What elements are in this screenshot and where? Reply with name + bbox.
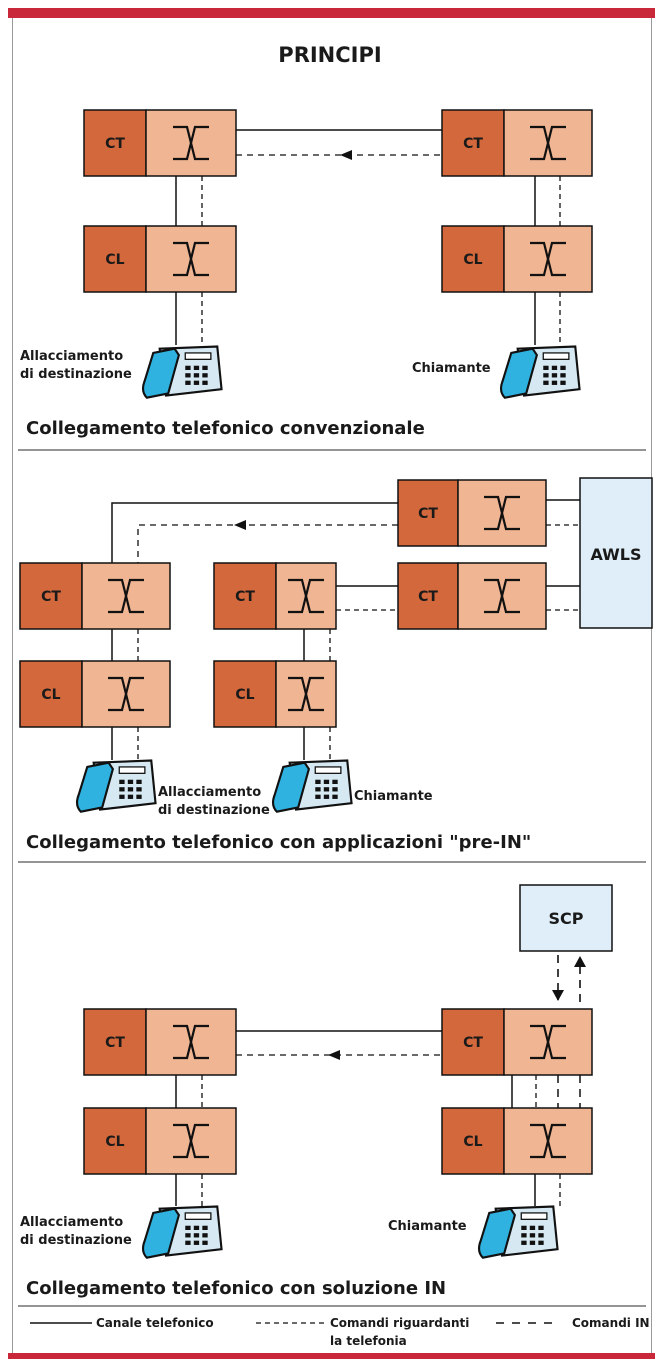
destination-label: Allacciamento (20, 349, 123, 364)
legend: Canale telefonico Comandi riguardanti la… (30, 1316, 650, 1348)
exchange-ct-left: CT (83, 109, 237, 177)
exchange-cl-middle: CL (213, 660, 337, 728)
top-accent-bar (8, 8, 655, 18)
exchange-ct-awls-bottom: CT (397, 562, 547, 630)
destination-label: di destinazione (20, 367, 132, 382)
right-border (651, 18, 652, 1353)
telephone-icon (477, 1205, 559, 1259)
exchange-cl-left: CL (83, 1107, 237, 1175)
caller-label: Chiamante (412, 361, 491, 376)
telephone-icon (271, 759, 353, 813)
cl-label: CL (235, 687, 254, 703)
scp-node: SCP (519, 884, 613, 952)
awls-node: AWLS (579, 477, 653, 629)
destination-label: di destinazione (20, 1233, 132, 1248)
left-border (12, 18, 13, 1353)
destination-label: di destinazione (158, 803, 270, 818)
telephone-icon (141, 345, 223, 399)
ct-label: CT (235, 589, 255, 605)
scp-label: SCP (549, 909, 584, 928)
ct-label: CT (105, 1035, 125, 1051)
cl-label: CL (105, 252, 124, 268)
telephone-icon (141, 1205, 223, 1259)
destination-label: Allacciamento (158, 785, 261, 800)
ct-label: CT (105, 136, 125, 152)
ct-label: CT (41, 589, 61, 605)
cl-label: CL (463, 1134, 482, 1150)
ct-label: CT (463, 1035, 483, 1051)
exchange-ct-left: CT (19, 562, 171, 630)
ct-label: CT (418, 589, 438, 605)
cl-label: CL (105, 1134, 124, 1150)
section-caption: Collegamento telefonico con soluzione IN (26, 1278, 446, 1299)
telephone-icon (499, 345, 581, 399)
exchange-ct-middle: CT (213, 562, 337, 630)
exchange-cl-left: CL (83, 225, 237, 293)
exchange-cl-right: CL (441, 225, 593, 293)
legend-telephony-commands: Comandi riguardanti (330, 1316, 469, 1330)
telephone-icon (75, 759, 157, 813)
exchange-cl-right: CL (441, 1107, 593, 1175)
cl-label: CL (41, 687, 60, 703)
cl-label: CL (463, 252, 482, 268)
exchange-ct-right: CT (441, 1008, 593, 1076)
bottom-accent-bar (8, 1353, 655, 1359)
legend-telephony-commands-2: la telefonia (330, 1334, 407, 1348)
section-pre-in: AWLS CT CT (18, 477, 653, 863)
diagram-title: PRINCIPI (278, 43, 381, 67)
section-conventional: CT CL CT CL Allacciamento di destinazion… (18, 109, 646, 451)
ct-label: CT (463, 136, 483, 152)
section-in-solution: SCP CT CL (18, 884, 646, 1307)
legend-in-commands: Comandi IN (572, 1316, 650, 1330)
section-caption: Collegamento telefonico con applicazioni… (26, 832, 531, 853)
exchange-cl-left: CL (19, 660, 171, 728)
exchange-ct-awls-top: CT (397, 479, 547, 547)
caller-label: Chiamante (354, 789, 433, 804)
legend-telephone-channel: Canale telefonico (96, 1316, 214, 1330)
destination-label: Allacciamento (20, 1215, 123, 1230)
exchange-ct-left: CT (83, 1008, 237, 1076)
exchange-ct-right: CT (441, 109, 593, 177)
awls-label: AWLS (590, 545, 641, 564)
ct-label: CT (418, 506, 438, 522)
section-caption: Collegamento telefonico convenzionale (26, 418, 425, 439)
caller-label: Chiamante (388, 1219, 467, 1234)
